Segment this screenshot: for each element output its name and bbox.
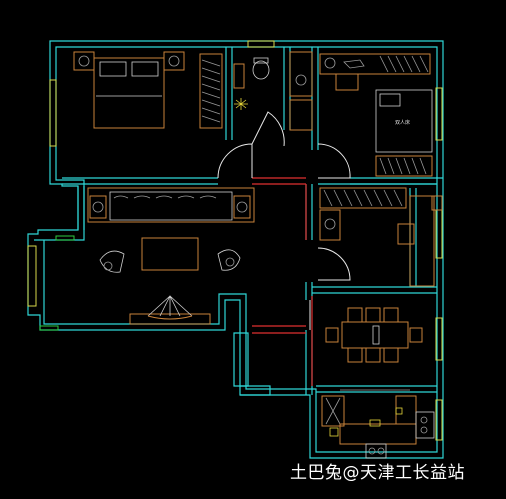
window-sill-top	[55, 235, 75, 241]
desk-shelf	[319, 53, 431, 75]
study-window-ledge	[431, 195, 443, 211]
dining-furniture	[325, 307, 423, 363]
bathroom-fixtures	[233, 51, 313, 131]
armchair-left	[99, 250, 125, 273]
sink-fixture	[369, 419, 381, 427]
study-chair	[397, 223, 415, 245]
nightstand-left	[73, 51, 95, 71]
door-master-bedroom	[217, 143, 253, 179]
windows	[27, 40, 443, 441]
living-room-furniture	[87, 187, 255, 325]
bedroom-2-furniture: 双人床	[319, 53, 433, 177]
dining-chair	[383, 347, 399, 363]
dining-chair	[409, 327, 423, 343]
cabinet-kitchen	[395, 395, 417, 425]
wardrobe-master	[199, 53, 223, 129]
nightstand-right	[163, 51, 185, 71]
toilet-icon	[252, 60, 270, 80]
fridge	[321, 395, 345, 427]
study-furniture	[319, 187, 443, 287]
desk-chair	[335, 73, 359, 91]
window-bedroom-2	[435, 87, 443, 141]
side-table-left	[89, 195, 107, 219]
floor-drain	[234, 98, 248, 110]
armchair-right	[217, 249, 241, 271]
study-cabinet	[319, 209, 341, 241]
window-sill-left	[39, 325, 59, 331]
shower-pipe	[233, 63, 245, 89]
outlet	[329, 427, 339, 437]
window-dining	[435, 317, 443, 361]
dining-chair	[365, 347, 381, 363]
outer-walls	[27, 40, 444, 459]
double-bed	[93, 57, 165, 129]
side-table-right	[233, 195, 251, 219]
master-bedroom-furniture	[73, 51, 223, 129]
study-desk	[409, 195, 435, 287]
dining-chair	[347, 307, 363, 323]
wardrobe-bedroom-2	[375, 155, 433, 177]
dining-chair	[325, 327, 339, 343]
tv-view-lines	[147, 295, 193, 317]
bed-label: 双人床	[395, 119, 410, 126]
vanity	[289, 51, 313, 97]
doors	[217, 111, 351, 330]
window-kitchen	[435, 399, 443, 441]
bed-bedroom-2	[375, 89, 433, 153]
sink	[365, 443, 387, 459]
kitchen-fixtures	[321, 389, 435, 459]
window-bathroom	[247, 40, 275, 48]
counter	[339, 423, 417, 445]
watermark: 土巴兔@天津工长益站	[290, 463, 465, 483]
bookshelf	[319, 187, 407, 209]
door-study	[317, 247, 351, 281]
window-living-room	[27, 245, 37, 307]
openings	[252, 177, 313, 386]
dining-chair	[365, 307, 381, 323]
sofa-cabinet	[87, 187, 255, 223]
dining-chair	[347, 347, 363, 363]
door-bedroom-2	[317, 143, 351, 179]
interior-walls	[62, 47, 443, 396]
door-bathroom	[251, 111, 285, 147]
coffee-table	[141, 237, 199, 271]
window-master-bedroom	[49, 79, 57, 147]
stove	[415, 411, 435, 439]
sofa	[109, 191, 233, 221]
washing-machine	[289, 99, 313, 131]
dining-chair	[383, 307, 399, 323]
